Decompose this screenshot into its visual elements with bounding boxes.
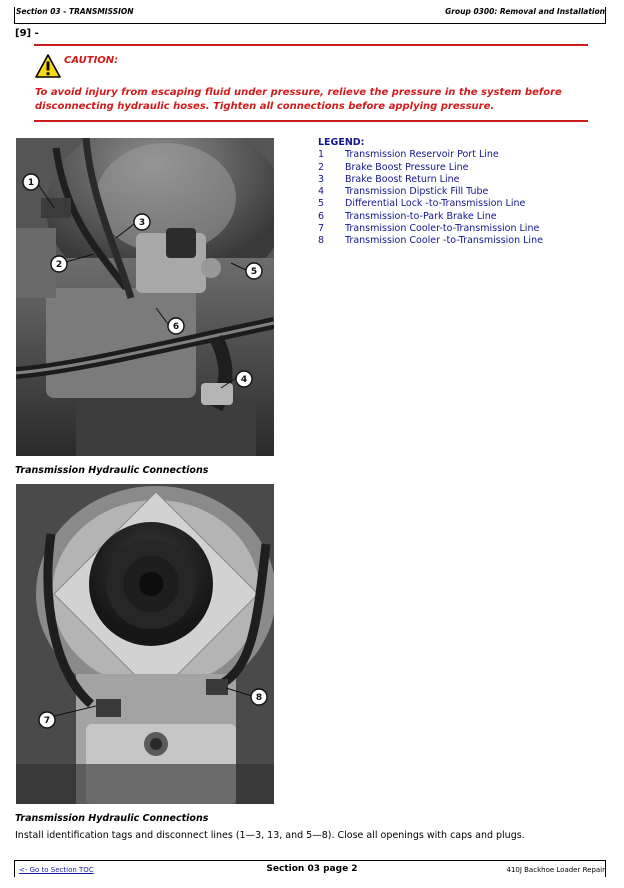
legend: LEGEND: 1 Transmission Reservoir Port Lin… xyxy=(318,137,543,248)
legend-label: Brake Boost Return Line xyxy=(345,173,460,185)
legend-number: 2 xyxy=(318,161,325,173)
callout-3: 3 xyxy=(115,213,151,239)
footer-border-left xyxy=(14,860,15,877)
legend-item: 5 Differential Lock -to-Transmission Line xyxy=(318,198,543,210)
transmission-photo-1: 1 2 3 4 5 6 xyxy=(16,138,274,456)
callout-4: 4 xyxy=(220,370,253,389)
legend-label: Transmission Reservoir Port Line xyxy=(345,149,499,161)
header-border-right xyxy=(605,7,606,24)
callout-5: 5 xyxy=(230,262,263,280)
svg-text:5: 5 xyxy=(251,267,257,277)
caution-text: To avoid injury from escaping fluid unde… xyxy=(35,87,562,112)
figure-1-caption: Transmission Hydraulic Connections xyxy=(15,465,209,476)
legend-label: Transmission Cooler-to-Transmission Line xyxy=(345,223,540,235)
svg-text:1: 1 xyxy=(28,178,34,188)
footer-document-title: 410J Backhoe Loader Repair xyxy=(506,866,605,874)
callout-7: 7 xyxy=(38,705,97,729)
header-border-left xyxy=(14,7,15,24)
legend-number: 1 xyxy=(318,149,325,161)
callout-6: 6 xyxy=(155,307,185,335)
figure-2-caption: Transmission Hydraulic Connections xyxy=(15,813,209,824)
caution-top-rule xyxy=(34,44,588,46)
legend-item: 4 Transmission Dipstick Fill Tube xyxy=(318,186,543,198)
legend-item: 7 Transmission Cooler-to-Transmission Lin… xyxy=(318,223,543,235)
legend-item: 8 Transmission Cooler -to-Transmission Li… xyxy=(318,235,543,247)
legend-item: 3 Brake Boost Return Line xyxy=(318,174,543,186)
legend-title: LEGEND: xyxy=(318,137,365,148)
caution-bottom-rule xyxy=(34,120,588,122)
legend-number: 8 xyxy=(318,235,325,247)
legend-number: 7 xyxy=(318,223,325,235)
legend-item: 1 Transmission Reservoir Port Line xyxy=(318,149,543,161)
instruction-text: Install identification tags and disconne… xyxy=(15,830,525,841)
caution-title: CAUTION: xyxy=(64,55,119,66)
callout-2: 2 xyxy=(50,253,95,273)
legend-number: 6 xyxy=(318,210,325,222)
callout-8: 8 xyxy=(225,687,268,706)
footer-border-right xyxy=(605,860,606,877)
header-section: Section 03 - TRANSMISSION xyxy=(16,7,134,16)
legend-item: 2 Brake Boost Pressure Line xyxy=(318,162,543,174)
legend-label: Differential Lock -to-Transmission Line xyxy=(345,198,526,210)
legend-number: 3 xyxy=(318,173,325,185)
transmission-photo-2: 7 8 xyxy=(16,484,274,804)
legend-item: 6 Transmission-to-Park Brake Line xyxy=(318,211,543,223)
legend-number: 5 xyxy=(318,198,325,210)
legend-label: Brake Boost Pressure Line xyxy=(345,161,469,173)
warning-triangle-icon xyxy=(35,54,61,78)
callout-1: 1 xyxy=(22,173,55,209)
header-rule xyxy=(14,23,606,24)
svg-text:8: 8 xyxy=(256,693,262,703)
go-to-section-toc-link[interactable]: <- Go to Section TOC xyxy=(19,866,94,874)
svg-text:6: 6 xyxy=(173,322,179,332)
legend-label: Transmission Dipstick Fill Tube xyxy=(345,186,489,198)
legend-number: 4 xyxy=(318,186,325,198)
footer-rule xyxy=(14,860,606,861)
header-group: Group 0300: Removal and Installation xyxy=(445,7,605,16)
svg-text:7: 7 xyxy=(44,716,50,726)
svg-text:2: 2 xyxy=(56,260,62,270)
svg-text:4: 4 xyxy=(241,375,247,385)
legend-label: Transmission-to-Park Brake Line xyxy=(345,210,497,222)
svg-text:3: 3 xyxy=(139,218,145,228)
legend-label: Transmission Cooler -to-Transmission Lin… xyxy=(345,235,543,247)
footer-page-number: Section 03 page 2 xyxy=(266,864,358,874)
step-label: [9] - xyxy=(15,28,39,39)
